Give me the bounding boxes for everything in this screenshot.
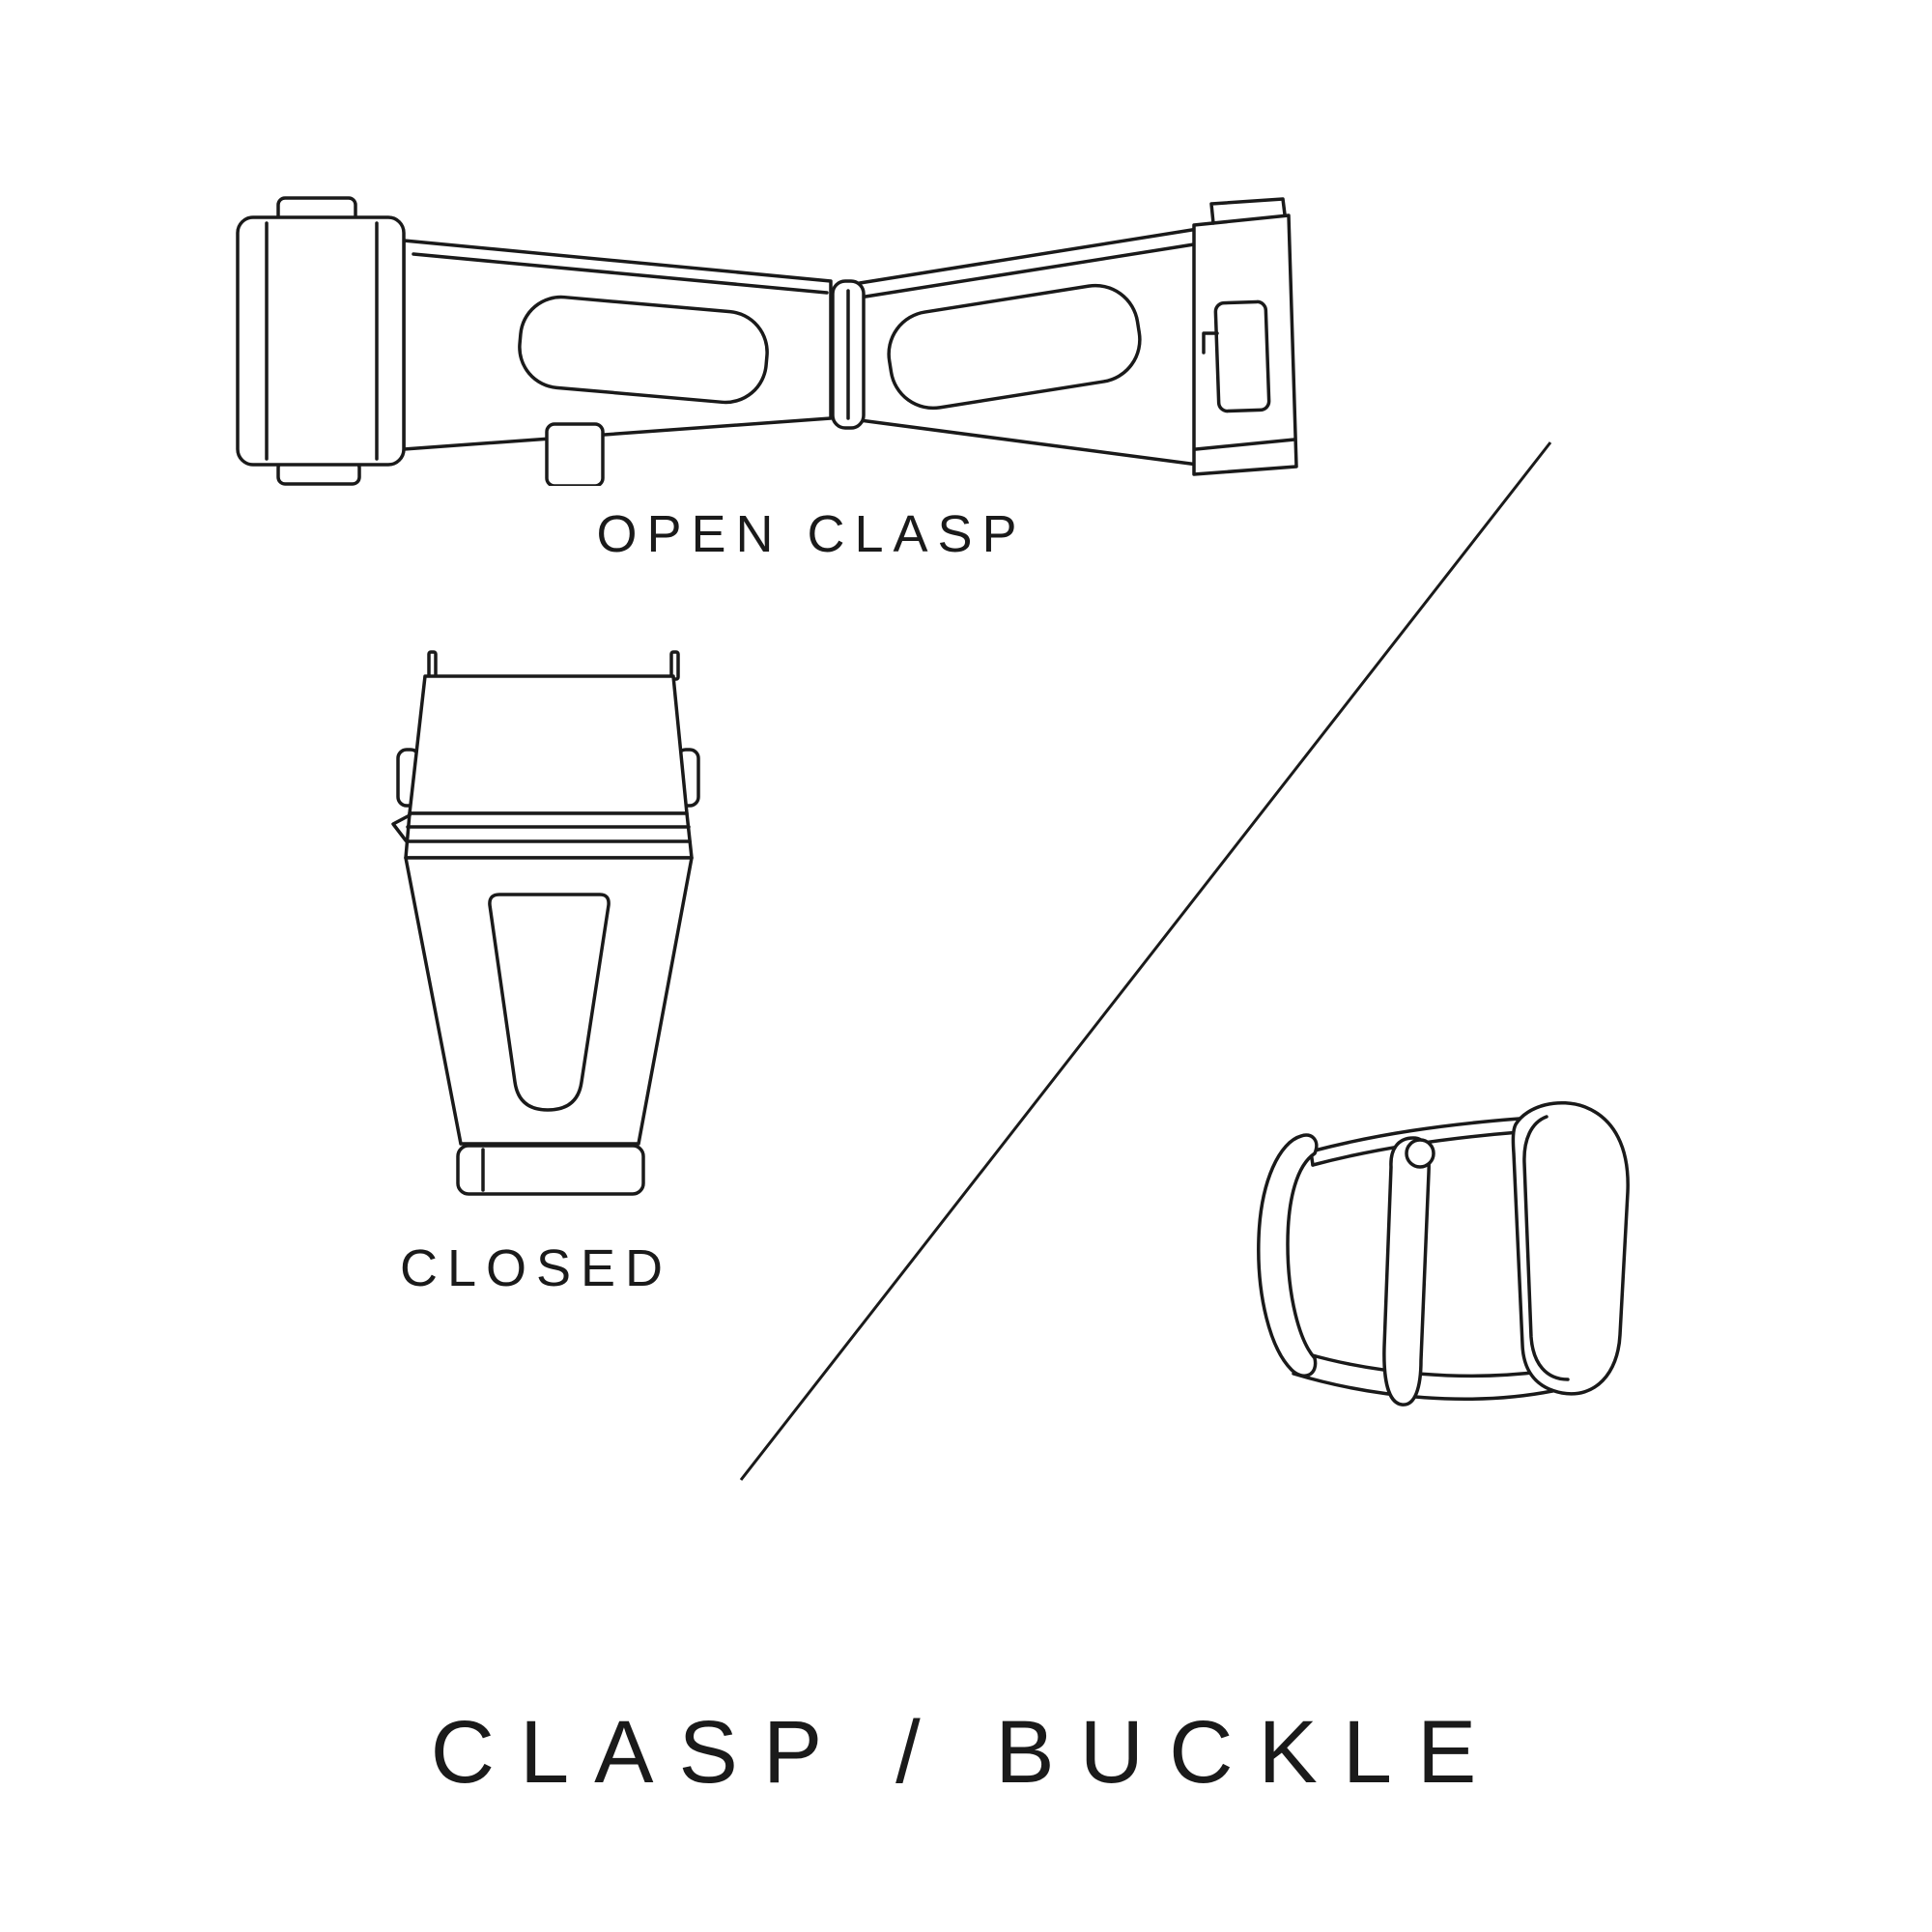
diagram-title: CLASP / BUCKLE [430,1703,1502,1802]
closed-clasp-caption: CLOSED [399,1239,673,1297]
closed-clasp-illustration [391,650,700,1196]
diagonal-divider [739,441,1552,1481]
open-clasp-caption: OPEN CLASP [596,505,1027,563]
tang-buckle-illustration [1257,1100,1630,1406]
open-clasp-illustration [236,196,1298,486]
